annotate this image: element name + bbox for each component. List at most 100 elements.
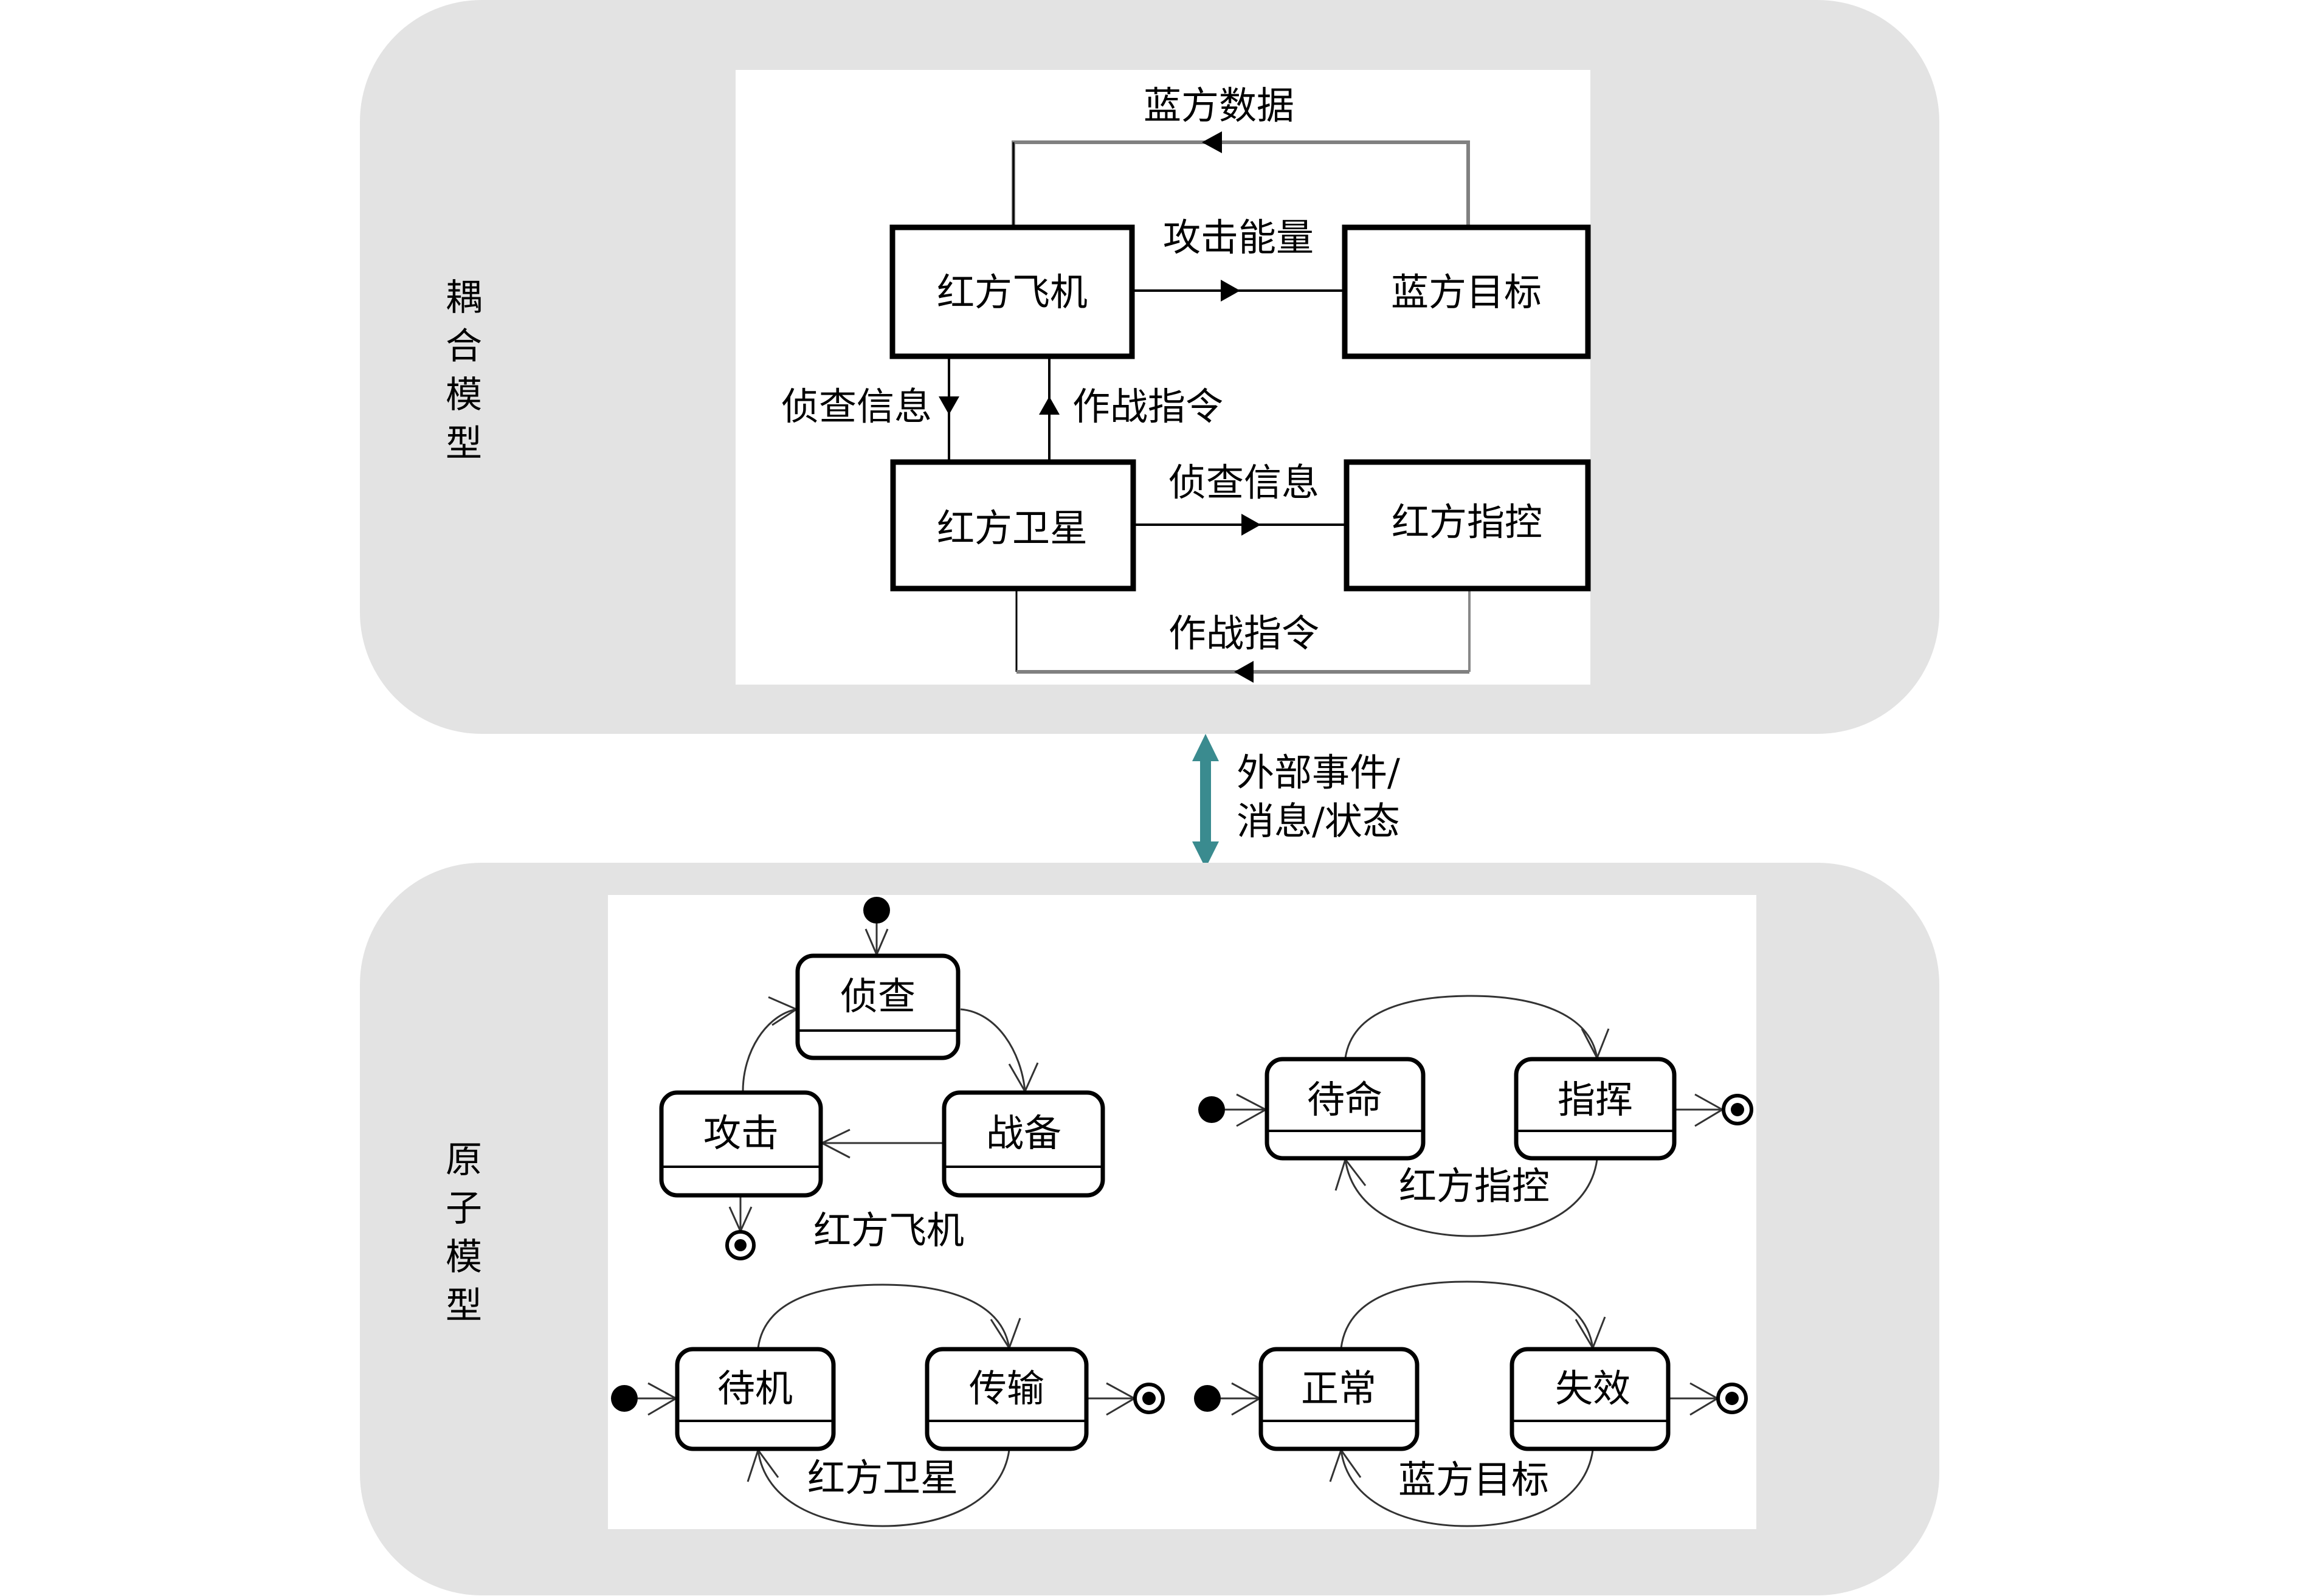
block-red-satellite-label: 红方卫星 bbox=[937, 506, 1088, 550]
state-transmit[interactable]: 传输 bbox=[925, 1347, 1089, 1451]
transition-transmit-to-idle bbox=[757, 1449, 1010, 1527]
state-recon[interactable]: 侦查 bbox=[795, 953, 961, 1060]
link-blue-data: 蓝方数据 bbox=[1012, 83, 1470, 225]
coupled-title-char: 耦 bbox=[446, 277, 482, 319]
state-standby[interactable]: 待命 bbox=[1265, 1057, 1426, 1161]
state-box[interactable] bbox=[659, 1090, 823, 1198]
state-label: 攻击 bbox=[703, 1111, 779, 1155]
transition-failed-to-normal bbox=[1340, 1449, 1594, 1527]
transition-idle-to-transmit bbox=[757, 1283, 1010, 1349]
state-failed[interactable]: 失效 bbox=[1510, 1347, 1671, 1451]
final-state-dot bbox=[1142, 1392, 1156, 1405]
coupled-canvas bbox=[736, 70, 1590, 685]
state-box[interactable] bbox=[1258, 1347, 1420, 1451]
state-machine-satellite: 待机 传输 红方卫星 bbox=[611, 1283, 1165, 1527]
state-label: 侦查 bbox=[840, 974, 916, 1018]
transition-normal-to-failed bbox=[1340, 1280, 1594, 1349]
machine-name-label: 蓝方目标 bbox=[1398, 1457, 1549, 1502]
coupled-model-title: 耦 合 模 型 bbox=[446, 277, 482, 465]
initial-state-icon bbox=[863, 897, 890, 924]
transition-standby-to-command bbox=[1344, 995, 1598, 1059]
state-machine-command: 待命 指挥 红方指控 bbox=[1198, 995, 1753, 1237]
state-label: 战备 bbox=[986, 1111, 1061, 1155]
atomic-title-char: 模 bbox=[446, 1236, 482, 1279]
state-command[interactable]: 指挥 bbox=[1514, 1057, 1677, 1161]
state-label: 待机 bbox=[717, 1366, 793, 1411]
state-box[interactable] bbox=[675, 1347, 836, 1451]
link-order-up: 作战指令 bbox=[1039, 358, 1223, 460]
atomic-title-char: 子 bbox=[446, 1187, 482, 1230]
state-box[interactable] bbox=[795, 953, 961, 1060]
transition-recon-to-ready bbox=[960, 1008, 1026, 1092]
block-red-satellite-box[interactable] bbox=[890, 459, 1136, 592]
coupled-title-char: 型 bbox=[446, 423, 482, 465]
state-box[interactable] bbox=[1514, 1057, 1677, 1161]
transition-attack-to-recon bbox=[742, 1008, 797, 1092]
block-blue-target[interactable]: 蓝方目标 bbox=[1342, 224, 1591, 359]
state-box[interactable] bbox=[925, 1347, 1089, 1451]
arrow-down-icon bbox=[1192, 841, 1219, 868]
arrow-right-icon bbox=[1241, 514, 1261, 536]
state-box[interactable] bbox=[1510, 1347, 1671, 1451]
block-red-aircraft-label: 红方飞机 bbox=[937, 270, 1088, 314]
blue-data-label: 蓝方数据 bbox=[1144, 83, 1294, 128]
coupled-title-char: 模 bbox=[446, 374, 482, 416]
arrow-right-icon bbox=[1221, 280, 1240, 302]
link-attack-energy: 攻击能量 bbox=[1133, 215, 1342, 302]
interface-link: 外部事件/ 消息/状态 bbox=[1192, 734, 1400, 868]
machine-name-label: 红方指控 bbox=[1399, 1164, 1550, 1208]
block-red-aircraft[interactable]: 红方飞机 bbox=[889, 224, 1135, 359]
state-box[interactable] bbox=[942, 1090, 1105, 1198]
arrow-down-icon bbox=[939, 396, 959, 415]
coupled-title-char: 合 bbox=[446, 325, 482, 368]
state-label: 待命 bbox=[1307, 1077, 1382, 1122]
link-recon-down: 侦查信息 bbox=[781, 358, 959, 460]
interface-arrow-shaft bbox=[1200, 757, 1211, 845]
state-box[interactable] bbox=[1265, 1057, 1426, 1161]
atomic-title-char: 型 bbox=[446, 1285, 482, 1327]
initial-state-icon bbox=[1194, 1385, 1221, 1412]
block-blue-target-box[interactable] bbox=[1342, 224, 1591, 359]
link-order-bottom: 作战指令 bbox=[1015, 590, 1471, 683]
state-attack[interactable]: 攻击 bbox=[659, 1090, 823, 1198]
order-bottom-label: 作战指令 bbox=[1168, 611, 1319, 655]
block-red-satellite[interactable]: 红方卫星 bbox=[890, 459, 1136, 592]
state-label: 正常 bbox=[1301, 1366, 1376, 1411]
recon-down-label: 侦查信息 bbox=[781, 384, 932, 429]
block-red-aircraft-box[interactable] bbox=[889, 224, 1135, 359]
state-idle[interactable]: 待机 bbox=[675, 1347, 836, 1451]
atomic-model-panel: 原 子 模 型 侦查 bbox=[360, 863, 1939, 1595]
initial-state-icon bbox=[1198, 1096, 1225, 1123]
block-blue-target-label: 蓝方目标 bbox=[1391, 270, 1542, 314]
attack-energy-label: 攻击能量 bbox=[1163, 215, 1314, 260]
final-state-dot bbox=[734, 1239, 747, 1251]
coupled-model-panel: 耦 合 模 型 蓝方数据 攻击能量 侦查信息 作战指令 bbox=[360, 0, 1939, 734]
atomic-title-char: 原 bbox=[446, 1139, 482, 1181]
arrow-left-icon bbox=[1234, 661, 1254, 683]
state-label: 指挥 bbox=[1558, 1077, 1633, 1122]
arrow-up-icon bbox=[1039, 396, 1060, 415]
block-red-command-box[interactable] bbox=[1344, 459, 1591, 592]
recon-right-label: 侦查信息 bbox=[1168, 460, 1319, 505]
transition-command-to-standby bbox=[1344, 1159, 1598, 1237]
state-normal[interactable]: 正常 bbox=[1258, 1347, 1420, 1451]
state-label: 失效 bbox=[1555, 1366, 1630, 1411]
machine-name-label: 红方卫星 bbox=[807, 1456, 958, 1500]
arrow-up-icon bbox=[1192, 734, 1219, 761]
interface-label-line2: 消息/状态 bbox=[1237, 799, 1400, 843]
state-label: 传输 bbox=[969, 1366, 1044, 1411]
state-ready[interactable]: 战备 bbox=[942, 1090, 1105, 1198]
interface-label-line1: 外部事件/ bbox=[1237, 750, 1400, 795]
block-red-command[interactable]: 红方指控 bbox=[1344, 459, 1591, 592]
link-recon-right: 侦查信息 bbox=[1134, 460, 1344, 536]
order-up-label: 作战指令 bbox=[1072, 384, 1223, 429]
final-state-dot bbox=[1731, 1103, 1744, 1116]
block-red-command-label: 红方指控 bbox=[1392, 500, 1542, 544]
initial-state-icon bbox=[611, 1385, 638, 1412]
machine-name-label: 红方飞机 bbox=[813, 1208, 964, 1252]
state-machine-target: 正常 失效 蓝方目标 bbox=[1194, 1280, 1748, 1527]
final-state-dot bbox=[1725, 1392, 1739, 1405]
state-machine-aircraft: 侦查 战备 攻击 红方飞机 bbox=[659, 897, 1105, 1260]
arrow-left-icon bbox=[1202, 131, 1222, 153]
